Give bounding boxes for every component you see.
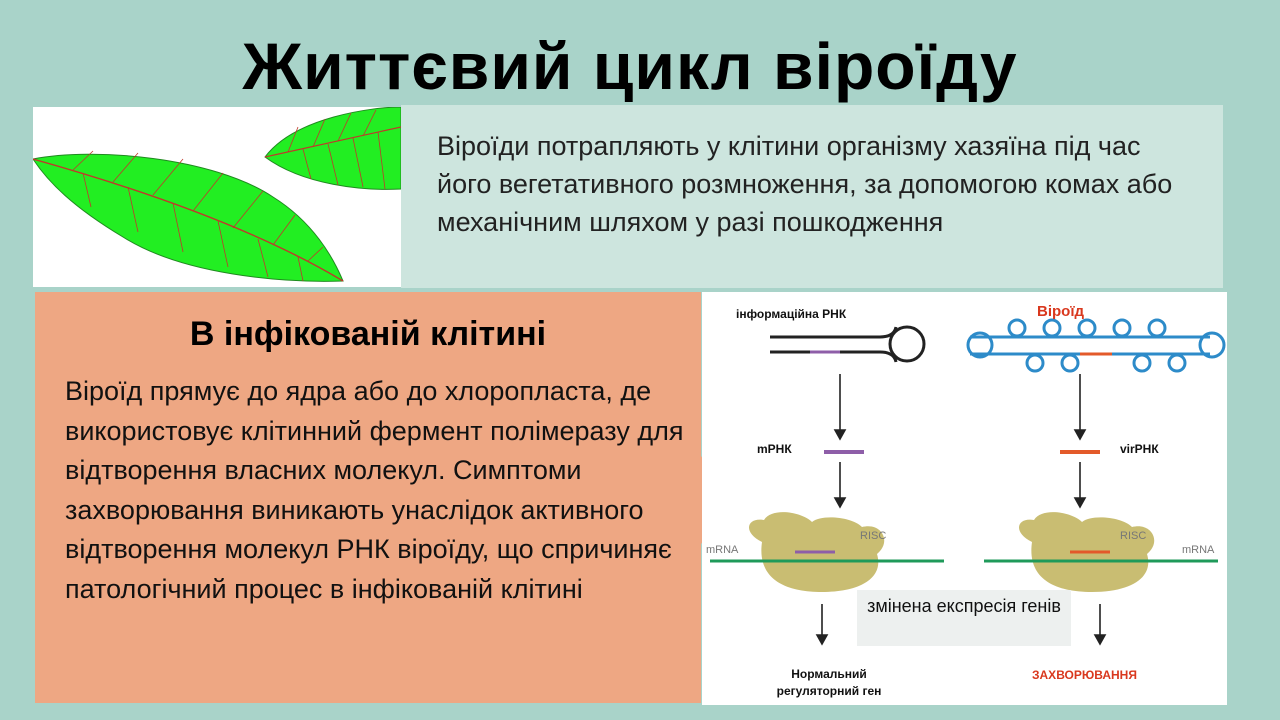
mrna-label-right: mRNA (1182, 544, 1215, 556)
section-title: В інфікованій клітині (189, 315, 547, 353)
slide-title: Життєвий цикл віроїду (242, 29, 1018, 103)
viroid-rod-shape (966, 318, 1226, 373)
risc-label-left: RISC (860, 530, 887, 542)
left-result: Нормальний регуляторний ген (774, 666, 884, 700)
viroid-rna-diagram: інформаційна РНК Віроїд mРНК virРНК RISC… (702, 292, 1227, 705)
left-result-line2: регуляторний ген (776, 684, 882, 698)
intro-panel: Віроїди потрапляють у клітини організму … (401, 105, 1223, 288)
left-mid-label: mРНК (757, 442, 792, 456)
left-top-label: інформаційна РНК (736, 307, 847, 321)
intro-text: Віроїди потрапляють у клітини організму … (437, 131, 1173, 237)
right-result: ЗАХВОРЮВАННЯ (1032, 668, 1137, 682)
infected-cell-panel: В інфікованій клітині Віроїд прямує до я… (35, 292, 701, 703)
section-text: Віроїд прямує до ядра або до хлоропласта… (65, 376, 684, 604)
right-mid-label: virРНК (1120, 442, 1159, 456)
diagram-graphics (710, 318, 1226, 646)
left-result-line1: Нормальний (791, 667, 867, 681)
changed-expression-note: змінена експресія генів (857, 590, 1071, 646)
mrna-label-left: mRNA (706, 544, 739, 556)
mrna-hairpin-shape (770, 325, 926, 363)
leaf-illustration (32, 106, 402, 287)
risc-label-right: RISC (1120, 530, 1147, 542)
right-top-label: Віроїд (1037, 303, 1085, 320)
leaves-image (32, 106, 402, 282)
